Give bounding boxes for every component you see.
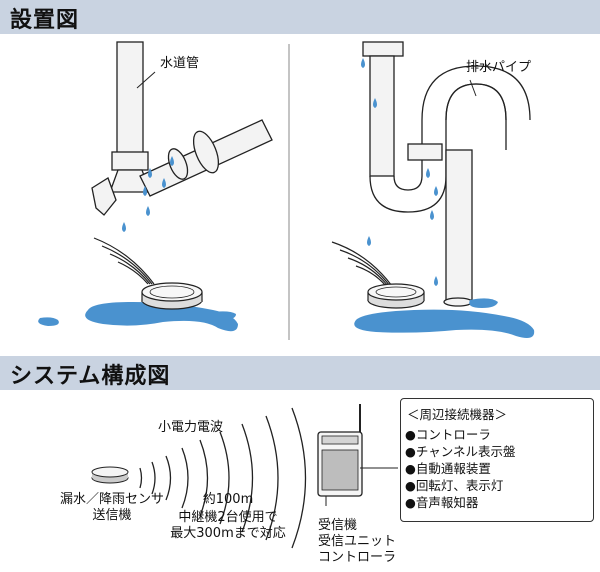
right-signal-waves (331, 241, 393, 287)
range-line1: 約100m (202, 492, 254, 507)
radio-label: 小電力電波 (158, 420, 224, 435)
radio-wave-arcs (139, 407, 307, 549)
right-label-leader (469, 79, 477, 97)
right-water-drops (361, 58, 438, 286)
water-supply-pipe (91, 41, 273, 216)
receiver-label-line2: 受信ユニット (318, 534, 397, 549)
receiver-label-line3: コントローラ (318, 550, 397, 565)
peripheral-item: ●コントローラ (405, 427, 491, 442)
range-line3: 最大300mまで対応 (170, 526, 286, 541)
range-line2: 中継機2台使用で (178, 510, 278, 525)
installation-header-band: 設置図 (0, 0, 600, 34)
receiver-label-line1: 受信機 (318, 518, 358, 533)
drain-pipe-label: 排水パイプ (466, 60, 532, 75)
left-signal-waves (93, 237, 155, 285)
right-puddle (354, 309, 535, 338)
peripheral-item: ●自動通報装置 (405, 461, 491, 476)
installation-title: 設置図 (10, 8, 80, 33)
right-puddle-small (469, 298, 498, 308)
transmitter-device (91, 466, 129, 484)
left-label-leader (136, 71, 156, 89)
peripherals-title: ＜周辺接続機器＞ (407, 407, 508, 422)
left-puddle (85, 302, 239, 332)
system-title: システム構成図 (10, 364, 171, 389)
drain-pipe (362, 41, 531, 307)
right-sensor (367, 283, 425, 309)
left-sensor (141, 282, 203, 310)
receiver-device (317, 404, 398, 506)
sensor-label-line2: 送信機 (92, 508, 132, 523)
left-water-drops (122, 156, 174, 232)
system-header-band: システム構成図 (0, 356, 600, 390)
left-puddle-small-2 (211, 311, 236, 320)
peripherals-list: ●コントローラ ●チャンネル表示盤 ●自動通報装置 ●回転灯、表示灯 ●音声報知… (405, 426, 516, 511)
left-puddle-small-1 (38, 317, 59, 326)
peripheral-item: ●音声報知器 (405, 495, 479, 510)
peripheral-item: ●チャンネル表示盤 (405, 444, 516, 459)
peripherals-frame (400, 398, 594, 522)
water-supply-pipe-label: 水道管 (160, 56, 200, 71)
sensor-label-line1: 漏水／降雨センサ (59, 492, 164, 507)
peripheral-item: ●回転灯、表示灯 (405, 478, 504, 493)
